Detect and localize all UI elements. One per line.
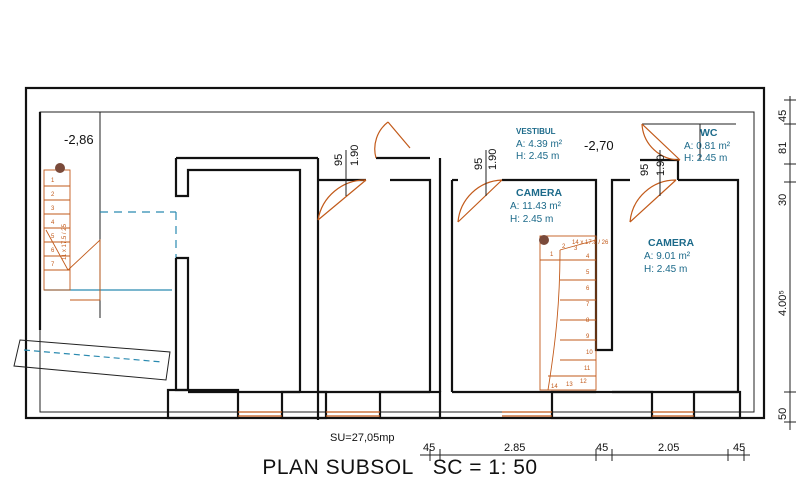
plan-title: PLAN SUBSOL SC = 1: 50 [0, 456, 800, 480]
dimension-lines [420, 96, 796, 461]
dim-right-4: 4.00⁵ [777, 290, 789, 316]
dim-bottom-5: 45 [733, 442, 745, 454]
camera1-right [502, 178, 630, 352]
right-step-number: 12 [580, 379, 587, 385]
level-left: -2,86 [64, 132, 94, 147]
surface-total: SU=27,05mp [330, 432, 395, 444]
door3-height: 1.90 [655, 155, 667, 176]
wc-area: A: 0.81 m² [684, 141, 731, 152]
vestibul-area: A: 4.39 m² [516, 139, 563, 150]
left-step-number: 5 [51, 234, 55, 240]
left-step-number: 4 [51, 220, 55, 226]
door2-height: 1.90 [487, 149, 499, 170]
doors [317, 121, 681, 223]
stair-start-dot [55, 163, 65, 173]
right-step-number: 1 [550, 252, 554, 258]
left-step-number: 3 [51, 206, 55, 212]
level-right: -2,70 [584, 138, 614, 153]
left-step-number: 7 [51, 262, 55, 268]
stair-start-dot-2 [539, 235, 549, 245]
camera2-name: CAMERA [648, 237, 694, 249]
door1-height: 1.90 [349, 145, 361, 166]
left-stair-steps: 1 2 3 4 5 6 7 [51, 178, 55, 268]
right-step-number: 14 [551, 384, 558, 390]
ramp-edge-line [23, 349, 163, 363]
dim-bottom-2: 2.85 [504, 442, 525, 454]
dim-right-2: 81 [777, 142, 789, 154]
wc-name: WC [700, 127, 718, 139]
camera1-name: CAMERA [516, 187, 562, 199]
right-step-number: 8 [586, 318, 590, 324]
camera2-right [678, 178, 740, 392]
camera2-height: H: 2.45 m [644, 264, 687, 275]
plan-scale: SC = 1: 50 [432, 456, 538, 479]
room1-pier [174, 256, 190, 392]
left-step-number: 1 [51, 178, 55, 184]
left-stair-label: 11 x 17.5 / 25 [62, 223, 68, 260]
right-step-number: 2 [562, 244, 566, 250]
vestibul-name: VESTIBUL [516, 127, 556, 136]
right-stair [539, 235, 597, 391]
right-step-number: 10 [586, 350, 593, 356]
right-step-number: 5 [586, 270, 590, 276]
right-step-number: 9 [586, 334, 590, 340]
plan-name: PLAN SUBSOL [262, 456, 414, 479]
dim-right-3: 30 [777, 194, 789, 206]
camera2-area: A: 9.01 m² [644, 251, 691, 262]
room1-walls [174, 158, 302, 392]
camera1-height: H: 2.45 m [510, 214, 553, 225]
right-step-number: 13 [566, 382, 573, 388]
dim-right-1: 45 [777, 110, 789, 122]
right-step-number: 11 [584, 366, 591, 372]
door2-width: 95 [473, 158, 485, 170]
room2-right [390, 178, 432, 392]
right-step-number: 6 [586, 286, 590, 292]
door3-width: 95 [639, 164, 651, 176]
entry-ramp [13, 339, 171, 381]
right-step-number: 7 [586, 302, 590, 308]
dim-bottom-4: 2.05 [658, 442, 679, 454]
dim-right-5: 50 [777, 408, 789, 420]
right-step-number: 4 [586, 254, 590, 260]
left-stair [43, 163, 101, 301]
dim-bottom-3: 45 [596, 442, 608, 454]
wc-height: H: 2.45 m [684, 153, 727, 164]
vestibul-height: H: 2.45 m [516, 151, 559, 162]
right-stair-steps: 14 13 12 11 10 9 8 7 6 5 4 3 2 1 [550, 244, 593, 390]
dim-bottom-1: 45 [423, 442, 435, 454]
right-stair-label: 14 x 17.8 / 26 [572, 240, 609, 246]
left-step-number: 6 [51, 248, 55, 254]
door-marks [345, 150, 661, 196]
left-step-number: 2 [51, 192, 55, 198]
camera1-area: A: 11.43 m² [510, 201, 562, 212]
right-step-number: 3 [574, 246, 578, 252]
window-band [166, 388, 742, 420]
door1-width: 95 [333, 154, 345, 166]
